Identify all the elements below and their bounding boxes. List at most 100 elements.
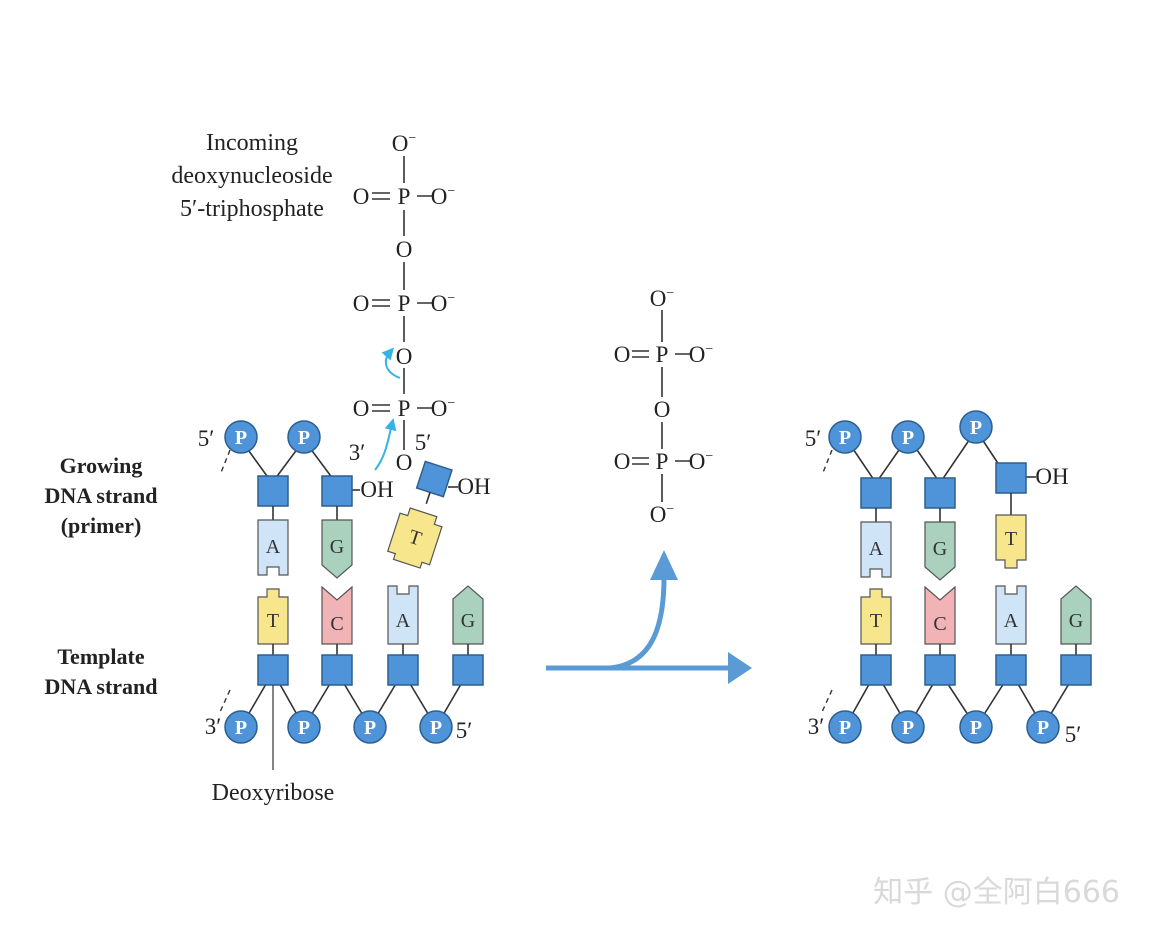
watermark: 知乎 @全阿白666 [873, 875, 1120, 910]
phosphate: P [353, 710, 387, 744]
base-letter: C [933, 613, 946, 635]
phosphate: P [287, 420, 321, 454]
base-letter: A [396, 610, 411, 632]
base-g [1060, 585, 1092, 645]
growing-label-line3: (primer) [61, 513, 142, 538]
prime-3-label: 3′ [205, 714, 222, 739]
left-panel: Incoming deoxynucleoside 5′-triphosphate… [44, 130, 490, 806]
deoxyribose-sugar [995, 462, 1027, 494]
base-c [924, 585, 956, 645]
chem-o: O [396, 344, 413, 369]
prime-5-label: 5′ [1065, 722, 1082, 747]
deoxyribose-sugar [387, 654, 419, 686]
base-letter: G [461, 610, 475, 632]
svg-text:O−: O− [431, 184, 456, 209]
oh-label: OH [360, 477, 393, 502]
phosphate: P [828, 420, 862, 454]
base-g [452, 585, 484, 645]
chem-o: O [654, 397, 671, 422]
phosphate: P [959, 710, 993, 744]
template-label-line1: Template [57, 644, 144, 669]
phosphate-label: P [902, 427, 914, 449]
chem-o: O [392, 131, 409, 156]
phosphate-label: P [970, 417, 982, 439]
svg-text:O−: O− [392, 131, 417, 156]
deoxyribose-sugar [1060, 654, 1092, 686]
prime-3-label: 3′ [349, 440, 366, 465]
reaction-arrow-icon [546, 550, 752, 684]
chem-minus: − [705, 449, 713, 464]
base-letter: T [870, 610, 882, 632]
phosphate-label: P [839, 427, 851, 449]
chem-p: P [656, 449, 669, 474]
deoxyribose-sugar [924, 654, 956, 686]
svg-text:O−: O− [431, 396, 456, 421]
phosphate: P [1026, 710, 1060, 744]
svg-text:O−: O− [650, 502, 675, 527]
incoming-label-line3: 5′-triphosphate [180, 196, 324, 222]
chem-o: O [353, 396, 370, 421]
chem-o: O [353, 184, 370, 209]
phosphate-label: P [298, 427, 310, 449]
phosphate: P [224, 420, 258, 454]
phosphate: P [287, 710, 321, 744]
deoxyribose-sugar [452, 654, 484, 686]
deoxyribose-sugar [860, 477, 892, 509]
phosphate-label: P [1037, 717, 1049, 739]
deoxyribose-sugar [321, 475, 353, 507]
base-letter: G [330, 536, 344, 558]
chem-p: P [398, 396, 411, 421]
phosphate-label: P [364, 717, 376, 739]
base-t [995, 514, 1027, 569]
chem-o: O [689, 342, 706, 367]
deoxyribose-sugar [995, 654, 1027, 686]
chem-minus: − [666, 286, 674, 301]
growing-label-line2: DNA strand [44, 483, 157, 508]
deoxyribose-sugar [415, 460, 453, 498]
base-t [860, 588, 892, 645]
base-a [387, 585, 419, 645]
base-a [995, 585, 1027, 645]
deoxyribose-label: Deoxyribose [212, 780, 335, 806]
phosphate-label: P [430, 717, 442, 739]
oh-label: OH [457, 474, 490, 499]
phosphate-label: P [839, 717, 851, 739]
base-t [386, 507, 443, 569]
deoxyribose-sugar [257, 654, 289, 686]
base-letter: G [1069, 610, 1083, 632]
phosphate: P [959, 410, 993, 444]
phosphate: P [224, 710, 258, 744]
prime-5-label: 5′ [456, 718, 473, 743]
growing-label-line1: Growing [60, 453, 143, 478]
chem-o: O [689, 449, 706, 474]
chem-o: O [650, 502, 667, 527]
chem-minus: − [447, 291, 455, 306]
right-panel: 5′ OH P P P A G T T C A G P [805, 410, 1092, 747]
curved-arrow-icon [374, 418, 397, 471]
base-letter: T [267, 610, 279, 632]
curved-arrow-icon [381, 347, 401, 379]
chem-o: O [614, 449, 631, 474]
chem-p: P [398, 184, 411, 209]
chem-o: O [431, 396, 448, 421]
chem-o: O [396, 237, 413, 262]
chem-minus: − [408, 131, 416, 146]
base-letter: A [1004, 610, 1019, 632]
chem-minus: − [705, 342, 713, 357]
deoxyribose-sugar [924, 477, 956, 509]
deoxyribose-sugar [257, 475, 289, 507]
chem-o: O [650, 286, 667, 311]
incoming-triphosphate: O− O P O− O O P O− O O P O− O [353, 131, 456, 475]
base-letter: A [869, 538, 884, 560]
oh-label: OH [1035, 464, 1068, 489]
phosphate: P [419, 710, 453, 744]
base-g [924, 521, 956, 581]
phosphate-label: P [235, 717, 247, 739]
phosphate-label: P [298, 717, 310, 739]
base-c [321, 585, 353, 645]
chem-p: P [398, 291, 411, 316]
chem-o: O [396, 450, 413, 475]
chem-o: O [431, 184, 448, 209]
chem-minus: − [447, 184, 455, 199]
